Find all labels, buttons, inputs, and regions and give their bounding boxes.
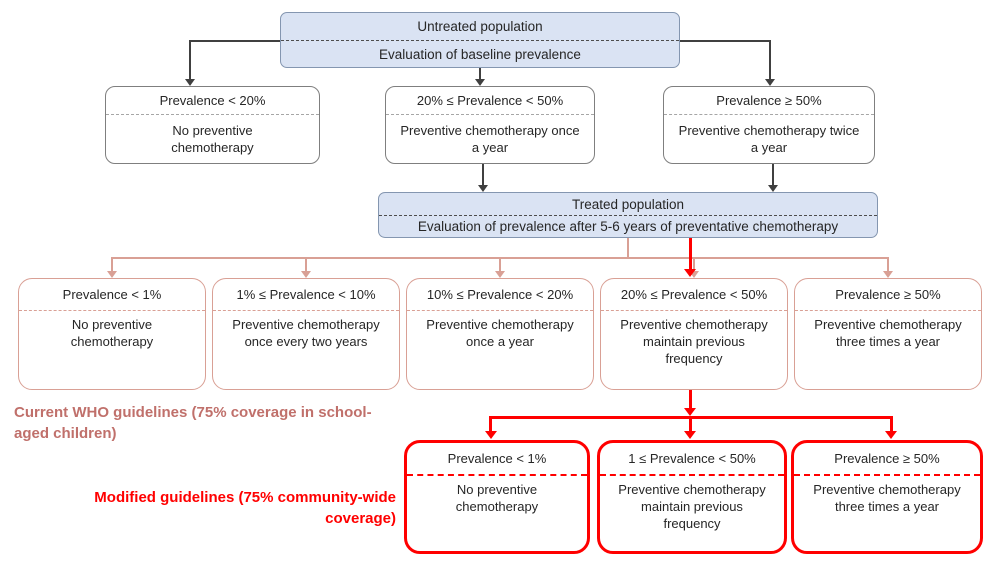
connector xyxy=(111,257,113,271)
arrow-down-icon xyxy=(684,408,696,416)
arrow-down-icon xyxy=(684,431,696,439)
baseline-node-0: Prevalence < 20% No preventive chemother… xyxy=(105,86,320,164)
arrow-down-icon xyxy=(495,271,505,278)
arrow-down-icon xyxy=(684,269,696,277)
arrow-down-icon xyxy=(107,271,117,278)
connector xyxy=(689,416,692,432)
node-condition: Prevalence < 20% xyxy=(106,87,319,115)
node-condition: 20% ≤ Prevalence < 50% xyxy=(386,87,594,115)
node-condition: Prevalence < 1% xyxy=(19,279,205,311)
node-condition: 1 ≤ Prevalence < 50% xyxy=(600,443,784,476)
connector xyxy=(890,416,893,432)
who-node-4: Prevalence ≥ 50% Preventive chemotherapy… xyxy=(794,278,982,390)
node-action: Preventive chemotherapy once a year xyxy=(400,123,580,155)
connector xyxy=(499,257,501,271)
modified-guidelines-label: Modified guidelines (75% community-wide … xyxy=(94,489,396,527)
connector xyxy=(887,257,889,271)
who-node-1: 1% ≤ Prevalence < 10% Preventive chemoth… xyxy=(212,278,400,390)
connector xyxy=(772,164,774,185)
connector xyxy=(305,257,307,271)
connector xyxy=(190,40,280,42)
arrow-down-icon xyxy=(885,431,897,439)
arrow-down-icon xyxy=(768,185,778,192)
node-title: Untreated population xyxy=(281,13,679,41)
node-action: Preventive chemotherapy maintain previou… xyxy=(618,482,766,531)
arrow-down-icon xyxy=(478,185,488,192)
node-condition: Prevalence ≥ 50% xyxy=(794,443,980,476)
node-action: No preventive chemotherapy xyxy=(70,317,154,349)
modified-node-2: Prevalence ≥ 50% Preventive chemotherapy… xyxy=(791,440,983,554)
node-action: Preventive chemotherapy once a year xyxy=(426,317,574,349)
node-action: Preventive chemotherapy three times a ye… xyxy=(813,482,961,514)
node-condition: 20% ≤ Prevalence < 50% xyxy=(601,279,787,311)
connector xyxy=(689,390,692,409)
who-node-3: 20% ≤ Prevalence < 50% Preventive chemot… xyxy=(600,278,788,390)
connector xyxy=(489,416,492,432)
current-who-guidelines-label: Current WHO guidelines (75% coverage in … xyxy=(14,404,372,442)
who-node-0: Prevalence < 1% No preventive chemothera… xyxy=(18,278,206,390)
who-node-2: 10% ≤ Prevalence < 20% Preventive chemot… xyxy=(406,278,594,390)
node-action: Preventive chemotherapy twice a year xyxy=(678,123,860,155)
connector xyxy=(680,40,770,42)
node-action: Preventive chemotherapy maintain previou… xyxy=(620,317,768,366)
treated-population-node: Treated population Evaluation of prevale… xyxy=(378,192,878,238)
node-action: No preventive chemotherapy xyxy=(455,482,539,514)
node-condition: Prevalence ≥ 50% xyxy=(664,87,874,115)
connector xyxy=(479,68,481,79)
modified-node-1: 1 ≤ Prevalence < 50% Preventive chemothe… xyxy=(597,440,787,554)
node-condition: 1% ≤ Prevalence < 10% xyxy=(213,279,399,311)
node-condition: 10% ≤ Prevalence < 20% xyxy=(407,279,593,311)
node-action: Preventive chemotherapy three times a ye… xyxy=(814,317,962,349)
arrow-down-icon xyxy=(475,79,485,86)
connector-emphasis xyxy=(689,238,692,270)
node-subtitle: Evaluation of baseline prevalence xyxy=(379,46,581,62)
modified-node-0: Prevalence < 1% No preventive chemothera… xyxy=(404,440,590,554)
node-action: No preventive chemotherapy xyxy=(171,123,254,155)
node-action: Preventive chemotherapy once every two y… xyxy=(232,317,380,349)
arrow-down-icon xyxy=(883,271,893,278)
arrow-down-icon xyxy=(485,431,497,439)
baseline-node-2: Prevalence ≥ 50% Preventive chemotherapy… xyxy=(663,86,875,164)
node-condition: Prevalence ≥ 50% xyxy=(795,279,981,311)
connector xyxy=(189,40,191,79)
arrow-down-icon xyxy=(765,79,775,86)
arrow-down-icon xyxy=(185,79,195,86)
node-condition: Prevalence < 1% xyxy=(407,443,587,476)
node-subtitle: Evaluation of prevalence after 5-6 years… xyxy=(417,219,839,234)
connector xyxy=(769,40,771,79)
connector xyxy=(693,257,695,271)
baseline-node-1: 20% ≤ Prevalence < 50% Preventive chemot… xyxy=(385,86,595,164)
connector xyxy=(482,164,484,185)
connector xyxy=(627,238,629,258)
arrow-down-icon xyxy=(301,271,311,278)
untreated-population-node: Untreated population Evaluation of basel… xyxy=(280,12,680,68)
node-title: Treated population xyxy=(379,193,877,216)
